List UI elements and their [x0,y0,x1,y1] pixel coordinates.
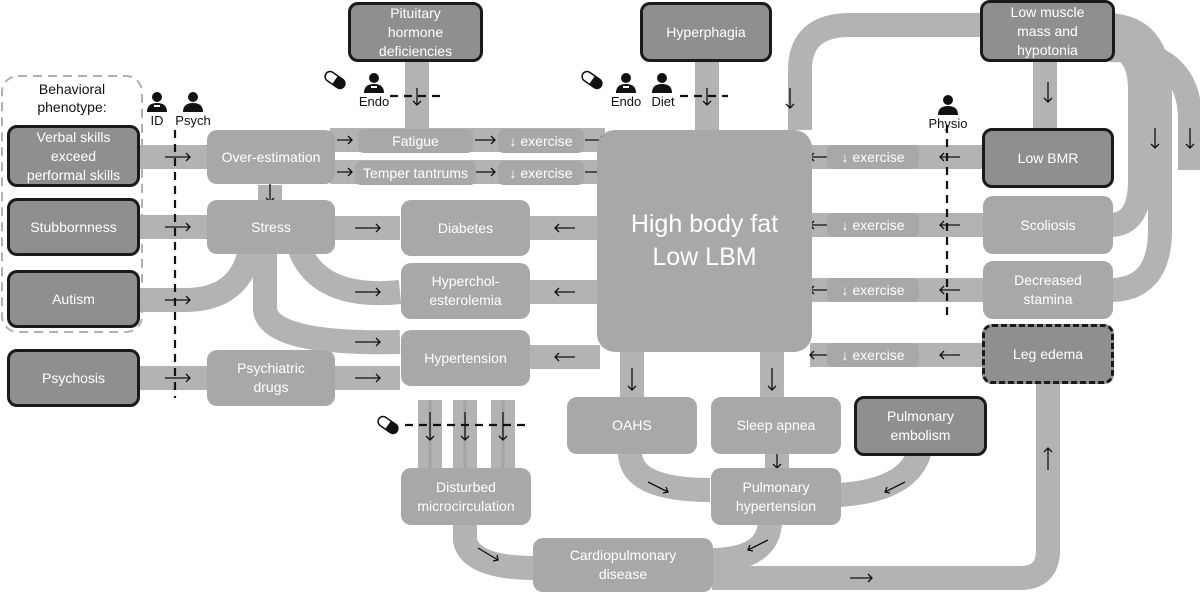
specialist-endo-1: Endo [358,94,390,109]
node-hyperphagia: Hyperphagia [640,2,772,62]
person-icon-endo-1 [364,73,384,93]
node-disturbed-microcirculation: Disturbed microcirculation [401,468,531,525]
exercise-label-5: ↓ exercise [827,278,919,302]
person-icon-endo-2 [616,73,636,93]
person-icon-id [147,92,167,112]
node-autism: Autism [7,270,140,328]
exercise-label-2: ↓ exercise [498,161,584,185]
behavioral-phenotype-title: Behavioral phenotype: [37,81,107,115]
person-icon-physio [938,95,958,115]
specialist-psych: Psych [175,113,211,128]
node-cardiopulmonary-disease: Cardiopulmonary disease [533,538,713,592]
node-leg-edema: Leg edema [982,324,1114,384]
exercise-label-4: ↓ exercise [827,213,919,237]
panel-border [1,75,143,333]
node-verbal-skills: Verbal skills exceed performal skills [7,125,140,187]
exercise-label-3: ↓ exercise [827,145,919,169]
person-icon-diet [652,73,672,93]
node-diabetes: Diabetes [401,200,530,256]
node-psychiatric-drugs: Psychiatric drugs [207,350,335,406]
node-fatigue: Fatigue [358,129,473,153]
node-low-muscle: Low muscle mass and hypotonia [980,0,1115,62]
specialist-id: ID [150,113,164,128]
node-hypertension: Hypertension [401,330,530,386]
pill-icon-3 [377,415,399,435]
specialist-endo-2: Endo [610,94,642,109]
pill-icon-2 [581,70,603,90]
node-sleep-apnea: Sleep apnea [711,397,841,454]
node-pituitary: Pituitary hormone deficiencies [348,2,483,62]
node-low-bmr: Low BMR [982,128,1114,188]
exercise-label-1: ↓ exercise [498,129,584,153]
node-pulmonary-hypertension: Pulmonary hypertension [711,468,841,525]
node-hypercholesterolemia: Hyperchol- esterolemia [401,263,530,319]
node-oahs: OAHS [567,397,697,454]
node-temper-tantrums: Temper tantrums [355,161,476,185]
node-decreased-stamina: Decreased stamina [983,261,1113,319]
node-scoliosis: Scoliosis [983,196,1113,254]
node-pulmonary-embolism: Pulmonary embolism [854,396,987,456]
node-high-body-fat: High body fat Low LBM [597,130,812,352]
node-psychosis: Psychosis [7,349,140,407]
specialist-diet: Diet [651,94,675,109]
pill-icon-1 [324,70,346,90]
exercise-label-6: ↓ exercise [827,343,919,367]
node-stubbornness: Stubbornness [7,198,140,256]
specialist-physio: Physio [928,116,968,131]
person-icon-psych [183,92,203,112]
node-stress: Stress [207,200,335,254]
node-over-estimation: Over-estimation [207,130,335,184]
